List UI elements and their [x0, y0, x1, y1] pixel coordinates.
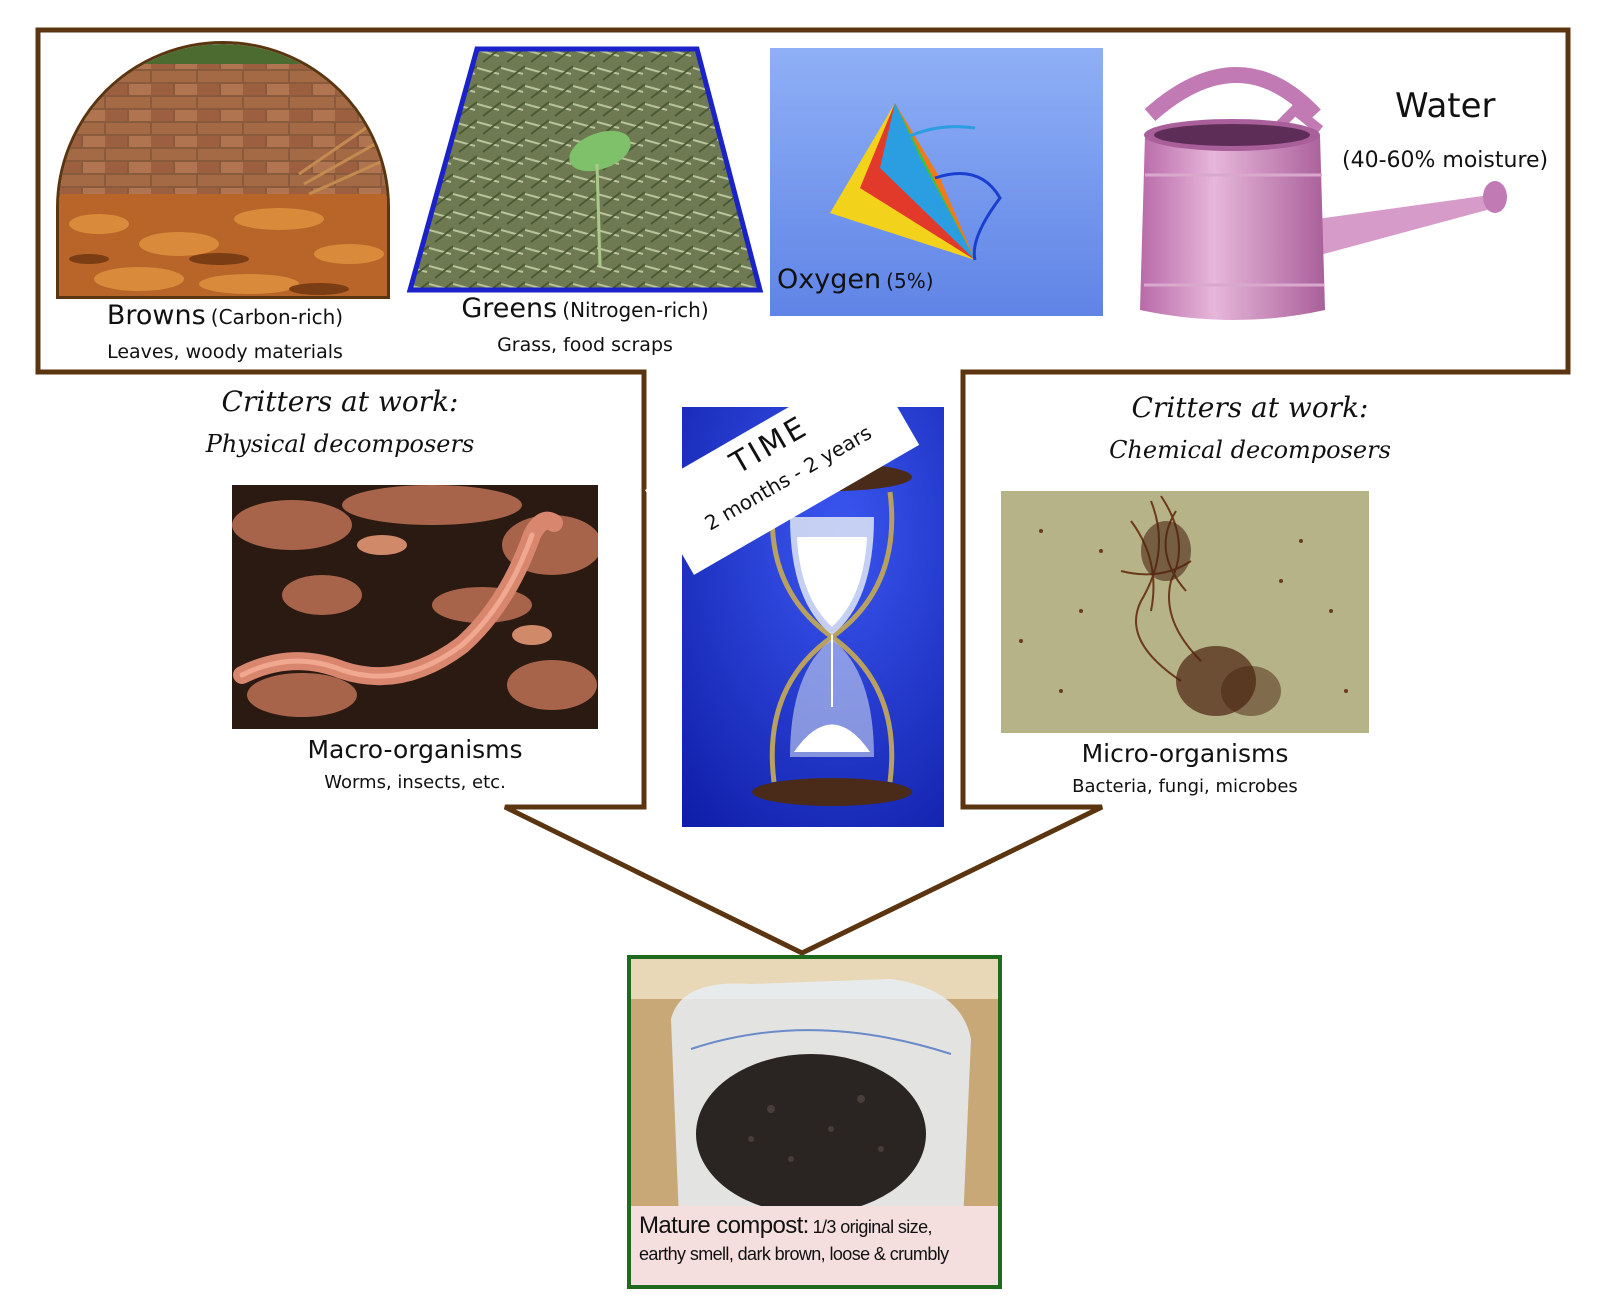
- chemical-critters-subheading: Chemical decomposers: [1109, 436, 1391, 464]
- browns-examples: Leaves, woody materials: [107, 341, 343, 363]
- compost-caption: Mature compost: 1/3 original size, earth…: [631, 1206, 998, 1285]
- micro-organisms-examples: Bacteria, fungi, microbes: [1072, 776, 1298, 797]
- oxygen-title: Oxygen: [777, 264, 882, 295]
- microbes-photo-icon: [1001, 491, 1369, 733]
- greens-qualifier: (Nitrogen-rich): [562, 298, 709, 322]
- micro-organisms-label: Micro-organisms: [1081, 739, 1289, 768]
- earthworm-photo-icon: [232, 485, 598, 729]
- micro-organisms-image: [1001, 491, 1369, 733]
- chemical-critters-heading: Critters at work:: [1131, 391, 1369, 424]
- browns-qualifier: (Carbon-rich): [210, 305, 344, 329]
- browns-title: Browns: [106, 300, 206, 331]
- browns-image: [56, 41, 390, 299]
- macro-organisms-examples: Worms, insects, etc.: [324, 772, 506, 793]
- oxygen-qualifier: (5%): [886, 269, 934, 293]
- water-qualifier: (40-60% moisture): [1342, 148, 1549, 173]
- greens-title: Greens: [461, 293, 558, 324]
- water-image: [1120, 55, 1550, 335]
- watering-can-photo-icon: [1140, 67, 1507, 320]
- oxygen-image: Oxygen (5%): [770, 48, 1103, 316]
- compost-title: Mature compost:: [639, 1212, 809, 1239]
- compost-description-line2: earthy smell, dark brown, loose & crumbl…: [639, 1244, 949, 1264]
- greens-examples: Grass, food scraps: [497, 334, 673, 356]
- greens-image: [405, 46, 765, 294]
- grass-clippings-photo-icon: [406, 46, 764, 293]
- physical-critters-heading: Critters at work:: [221, 385, 459, 418]
- kite-photo-icon: [770, 48, 1103, 316]
- macro-organisms-label: Macro-organisms: [307, 735, 523, 764]
- browns-caption: Browns (Carbon-rich): [40, 300, 410, 331]
- greens-caption: Greens (Nitrogen-rich): [405, 293, 765, 324]
- physical-critters-subheading: Physical decomposers: [205, 430, 475, 458]
- water-title: Water: [1395, 86, 1496, 126]
- macro-organisms-image: [232, 485, 598, 729]
- leaves-and-wall-photo-icon: [59, 44, 387, 296]
- compost-description-line1: 1/3 original size,: [812, 1217, 933, 1237]
- oxygen-caption: Oxygen (5%): [777, 264, 934, 295]
